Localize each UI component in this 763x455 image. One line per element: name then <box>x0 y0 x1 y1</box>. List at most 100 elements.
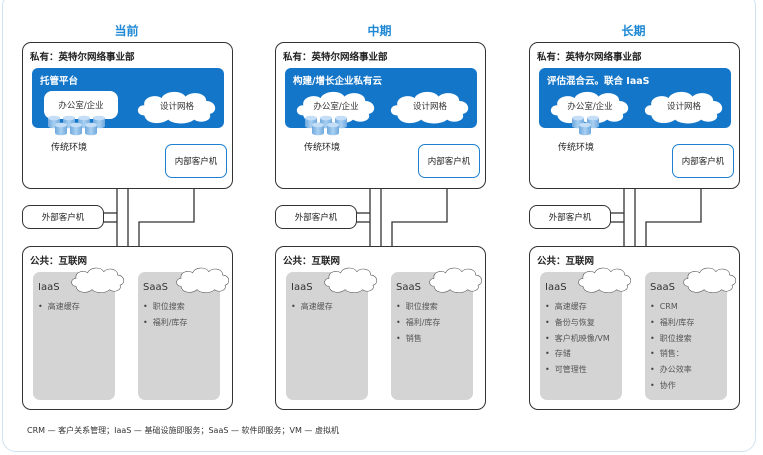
public-internet-box: 公共：互联网 IaaS 高速缓存 SaaS 职位搜索福利/库存销售 <box>275 246 486 410</box>
iaas-item: 存储 <box>545 346 610 362</box>
private-network-box: 私有：英特尔网络事业部 托管平台 办公室/企业 设计网格 传统环境 <box>22 42 233 189</box>
saas-panel: SaaS 职位搜索福利/库存 <box>138 267 229 400</box>
internal-client-label: 内部客户机 <box>681 157 725 167</box>
legacy-env-label: 传统环境 <box>51 143 88 153</box>
connector-lines <box>355 134 448 247</box>
iaas-title: IaaS <box>291 282 313 293</box>
saas-item: 福利/库存 <box>396 315 441 331</box>
internal-client-label: 内部客户机 <box>174 157 218 167</box>
internal-client-label: 内部客户机 <box>427 157 471 167</box>
cloud-icon <box>427 265 485 293</box>
saas-list: CRM福利/库存职位搜索销售：办公效率协作 <box>650 299 695 394</box>
saas-item: 职位搜索 <box>143 299 187 315</box>
saas-title: SaaS <box>143 282 168 293</box>
iaas-list: 高速缓存 <box>291 299 333 315</box>
legacy-env-label: 传统环境 <box>558 143 595 153</box>
footer-legend: CRM — 客户关系管理；IaaS — 基础设施即服务；SaaS — 软件即服务… <box>27 426 339 435</box>
cloud-icon <box>322 265 380 293</box>
design-grid-label: 设计网格 <box>159 102 194 112</box>
public-internet-box: 公共：互联网 IaaS 高速缓存备份与恢复客户机映像/VM存储可管理性 SaaS… <box>529 246 740 410</box>
design-grid-label: 设计网格 <box>666 102 701 112</box>
saas-list: 职位搜索福利/库存 <box>143 299 188 331</box>
private-label: 私有：英特尔网络事业部 <box>537 52 642 63</box>
stage-column: 中期 私有：英特尔网络事业部 构建/增长企业私有云 办公室/企业 设计网格 传统… <box>275 0 505 420</box>
saas-item: 办公效率 <box>650 362 694 378</box>
iaas-item: 可管理性 <box>545 362 610 378</box>
private-label: 私有：英特尔网络事业部 <box>283 52 388 63</box>
database-icon <box>84 121 98 140</box>
saas-panel: SaaS 职位搜索福利/库存销售 <box>391 267 482 400</box>
office-cloud: 办公室/企业 <box>293 88 379 124</box>
cloud-icon <box>69 265 127 293</box>
design-grid-cloud: 设计网格 <box>387 88 473 124</box>
public-label: 公共：互联网 <box>537 256 595 267</box>
iaas-panel: IaaS 高速缓存 <box>286 267 377 400</box>
internal-client-box: 内部客户机 <box>418 144 480 178</box>
private-label: 私有：英特尔网络事业部 <box>30 52 135 63</box>
iaas-item: 高速缓存 <box>291 299 333 315</box>
iaas-item: 高速缓存 <box>38 299 80 315</box>
iaas-title: IaaS <box>545 282 567 293</box>
database-icon <box>54 121 68 140</box>
iaas-item: 客户机映像/VM <box>545 331 610 347</box>
iaas-panel: IaaS 高速缓存 <box>33 267 124 400</box>
cloud-icon <box>681 265 739 293</box>
iaas-item: 备份与恢复 <box>545 315 610 331</box>
external-client-label: 外部客户机 <box>548 213 592 223</box>
office-cloud: 办公室/企业 <box>547 88 633 124</box>
saas-item: CRM <box>650 299 694 315</box>
platform-title: 托管平台 <box>40 76 79 87</box>
database-icon <box>69 121 83 140</box>
cloud-icon <box>174 265 232 293</box>
public-label: 公共：互联网 <box>283 256 341 267</box>
saas-title: SaaS <box>650 282 675 293</box>
saas-item: 职位搜索 <box>396 299 440 315</box>
iaas-item: 高速缓存 <box>545 299 610 315</box>
saas-item: 福利/库存 <box>650 315 695 331</box>
office-label: 办公室/企业 <box>313 102 359 112</box>
public-label: 公共：互联网 <box>30 256 88 267</box>
public-internet-box: 公共：互联网 IaaS 高速缓存 SaaS 职位搜索福利/库存 <box>22 246 233 410</box>
private-network-box: 私有：英特尔网络事业部 评估混合云。联合 IaaS 办公室/企业 设计网格 传统… <box>529 42 740 189</box>
platform-title: 构建/增长企业私有云 <box>293 76 382 87</box>
external-client-box: 外部客户机 <box>529 205 611 229</box>
internal-client-box: 内部客户机 <box>672 144 734 178</box>
platform-box: 构建/增长企业私有云 办公室/企业 设计网格 <box>285 68 477 128</box>
saas-title: SaaS <box>396 282 421 293</box>
iaas-panel: IaaS 高速缓存备份与恢复客户机映像/VM存储可管理性 <box>540 267 631 400</box>
saas-item: 销售 <box>396 331 440 347</box>
iaas-list: 高速缓存 <box>38 299 80 315</box>
saas-list: 职位搜索福利/库存销售 <box>396 299 441 347</box>
saas-item: 销售： <box>650 346 694 362</box>
database-icon <box>578 121 592 140</box>
office-label: 办公室/企业 <box>567 102 613 112</box>
platform-box: 托管平台 办公室/企业 设计网格 <box>32 68 224 128</box>
stage-title: 当前 <box>114 24 139 38</box>
internal-client-box: 内部客户机 <box>165 144 227 178</box>
legacy-env-label: 传统环境 <box>304 143 341 153</box>
database-icon <box>311 121 325 140</box>
platform-box: 评估混合云。联合 IaaS 办公室/企业 设计网格 <box>539 68 731 128</box>
private-network-box: 私有：英特尔网络事业部 构建/增长企业私有云 办公室/企业 设计网格 传统环境 <box>275 42 486 189</box>
stage-column: 长期 私有：英特尔网络事业部 评估混合云。联合 IaaS 办公室/企业 设计网格… <box>529 0 759 420</box>
external-client-label: 外部客户机 <box>294 213 338 223</box>
design-grid-cloud: 设计网格 <box>134 88 220 124</box>
saas-item: 福利/库存 <box>143 315 188 331</box>
platform-title: 评估混合云。联合 IaaS <box>547 76 650 87</box>
design-grid-cloud: 设计网格 <box>641 88 727 124</box>
design-grid-label: 设计网格 <box>412 102 447 112</box>
external-client-box: 外部客户机 <box>22 205 104 229</box>
stage-title: 长期 <box>621 24 646 38</box>
saas-panel: SaaS CRM福利/库存职位搜索销售：办公效率协作 <box>645 267 736 400</box>
stage-column: 当前 私有：英特尔网络事业部 托管平台 办公室/企业 设计网格 传统环境 <box>22 0 252 420</box>
saas-item: 协作 <box>650 378 694 394</box>
external-client-label: 外部客户机 <box>41 213 85 223</box>
external-client-box: 外部客户机 <box>275 205 357 229</box>
cloud-icon <box>576 265 634 293</box>
office-label: 办公室/企业 <box>58 101 104 111</box>
office-box: 办公室/企业 <box>44 91 118 119</box>
iaas-list: 高速缓存备份与恢复客户机映像/VM存储可管理性 <box>545 299 610 378</box>
saas-item: 职位搜索 <box>650 331 694 347</box>
stage-title: 中期 <box>367 24 392 38</box>
